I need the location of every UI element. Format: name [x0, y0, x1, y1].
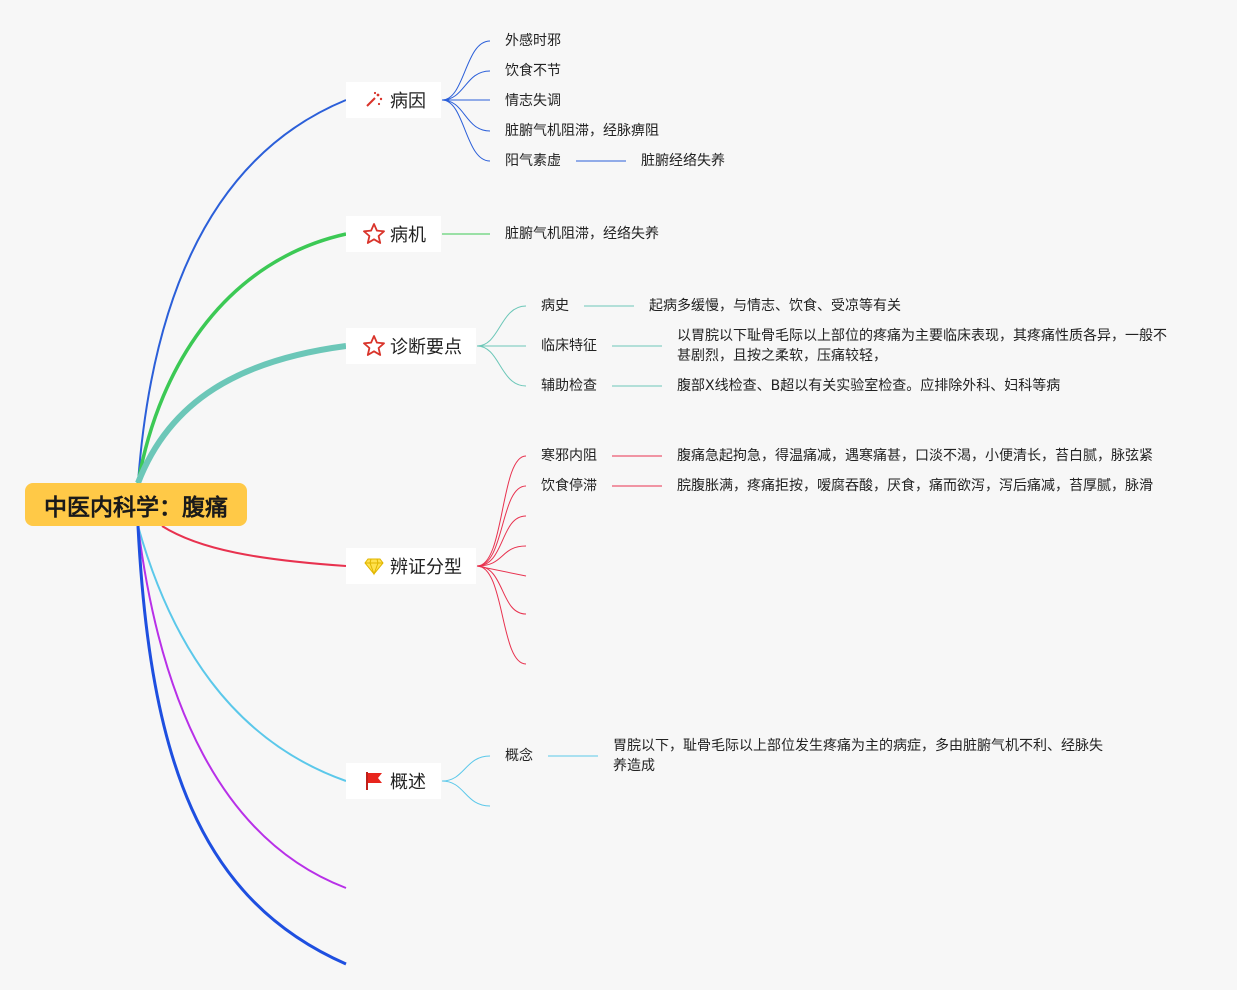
links-bianzheng [476, 455, 662, 665]
branch-zhenduan-label: 诊断要点 [390, 337, 462, 358]
diamond-icon [362, 554, 386, 578]
link-root-extra1 [137, 525, 347, 889]
leaf-gaishu-0-detail[interactable]: 胃脘以下，耻骨毛际以上部位发生疼痛为主的病症，多由脏腑气机不利、经脉失养造成 [613, 738, 1103, 774]
leaf-bianzheng-1-detail[interactable]: 脘腹胀满，疼痛拒按，嗳腐吞酸，厌食，痛而欲泻，泻后痛减，苔厚腻，脉滑 [677, 478, 1153, 494]
link-root-bingyin [137, 99, 347, 484]
leaf-bianzheng-0[interactable]: 寒邪内阻 [541, 448, 597, 464]
links-gaishu [441, 755, 598, 807]
root-node[interactable]: 中医内科学：腹痛 [25, 483, 247, 526]
leaf-bingyin-0[interactable]: 外感时邪 [505, 33, 561, 49]
leaf-bingyin-1[interactable]: 饮食不节 [505, 63, 561, 79]
leaf-zhenduan-0-detail[interactable]: 起病多缓慢，与情志、饮食、受凉等有关 [649, 298, 901, 314]
leaf-bianzheng-1[interactable]: 饮食停滞 [541, 478, 597, 494]
leaf-bingji-0[interactable]: 脏腑气机阻滞，经络失养 [505, 226, 659, 242]
branch-bianzheng-label: 辨证分型 [390, 557, 462, 578]
branch-bingyin-label: 病因 [390, 91, 426, 112]
leaf-zhenduan-0[interactable]: 病史 [541, 298, 569, 314]
leaf-bingyin-4-child[interactable]: 脏腑经络失养 [641, 153, 725, 169]
branch-bingji[interactable]: 病机 [346, 216, 441, 252]
branch-gaishu-label: 概述 [390, 772, 426, 793]
leaf-zhenduan-1-detail[interactable]: 以胃脘以下耻骨毛际以上部位的疼痛为主要临床表现，其疼痛性质各异，一般不甚剧烈，且… [677, 328, 1167, 364]
link-root-extra2 [136, 525, 347, 966]
branch-zhenduan[interactable]: 诊断要点 [346, 328, 476, 364]
branch-gaishu[interactable]: 概述 [346, 763, 441, 799]
leaf-zhenduan-1[interactable]: 临床特征 [541, 338, 597, 354]
star-outline-icon [362, 334, 386, 358]
link-root-zhenduan [135, 343, 347, 485]
leaf-bingyin-4[interactable]: 阳气素虚 [505, 153, 561, 169]
leaf-bianzheng-0-detail[interactable]: 腹痛急起拘急，得温痛减，遇寒痛甚，口淡不渴，小便清长，苔白腻，脉弦紧 [677, 448, 1153, 464]
leaf-zhenduan-2[interactable]: 辅助检查 [541, 378, 597, 394]
link-root-bianzheng [161, 525, 347, 567]
leaf-zhenduan-2-detail[interactable]: 腹部X线检查、B超以有关实验室检查。应排除外科、妇科等病 [677, 378, 1061, 394]
red-flag-icon [362, 769, 386, 793]
star-outline-icon [362, 222, 386, 246]
branch-bingyin[interactable]: 病因 [346, 82, 441, 118]
wand-icon [362, 88, 386, 112]
link-root-gaishu [137, 525, 347, 782]
branch-bianzheng[interactable]: 辨证分型 [346, 548, 476, 584]
leaf-bingyin-2[interactable]: 情志失调 [505, 93, 561, 109]
leaf-gaishu-0[interactable]: 概念 [505, 748, 533, 764]
links-bingyin [441, 40, 626, 162]
link-root-bingji [136, 232, 347, 484]
root-label: 中医内科学：腹痛 [44, 494, 228, 521]
links-zhenduan [476, 305, 662, 387]
leaf-bingyin-3[interactable]: 脏腑气机阻滞，经脉痹阻 [505, 123, 659, 139]
branch-bingji-label: 病机 [390, 225, 426, 246]
